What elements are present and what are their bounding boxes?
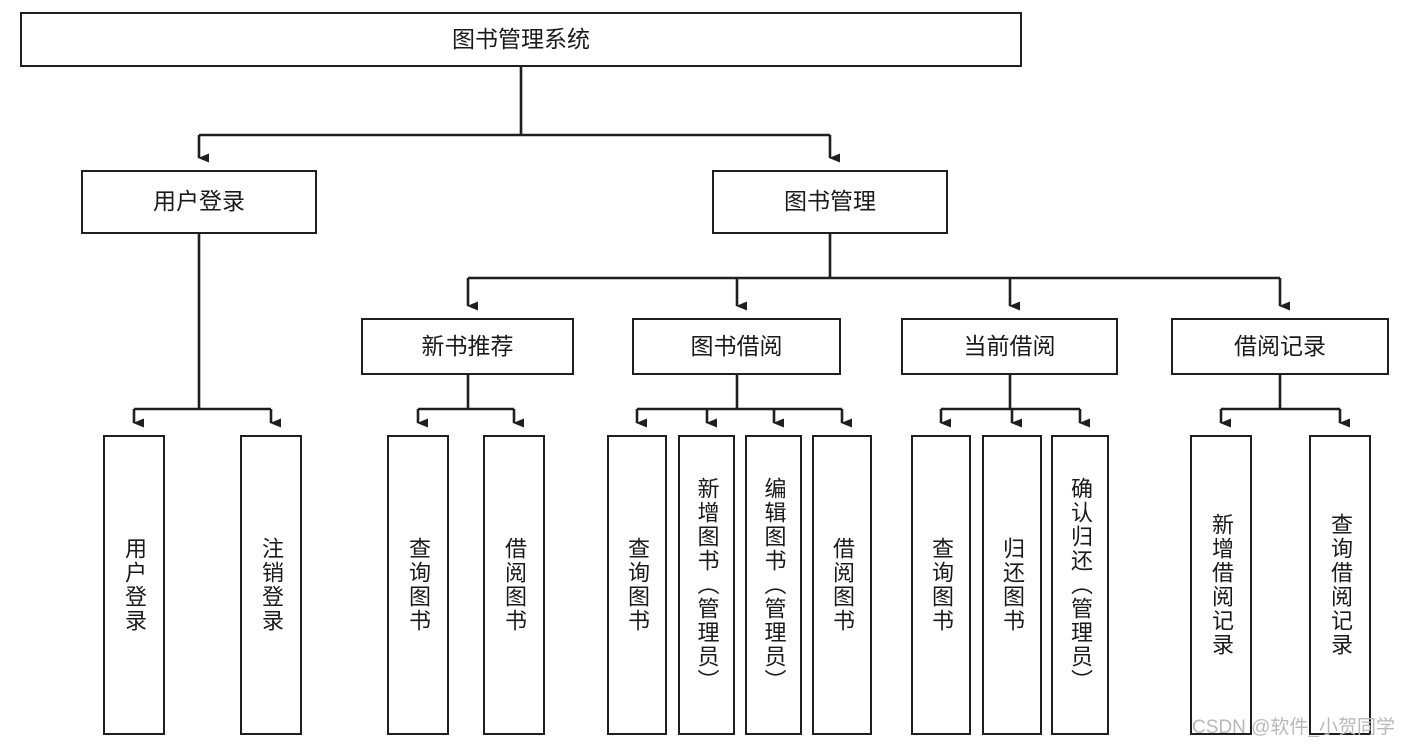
node-l7[interactable]: 编辑图书（管理员） [745, 435, 802, 735]
node-newbook[interactable]: 新书推荐 [361, 318, 574, 375]
node-bookmgmt[interactable]: 图书管理 [712, 170, 948, 234]
node-label: 归还图书 [1000, 537, 1025, 633]
node-label: 借阅图书 [502, 537, 527, 633]
node-l4[interactable]: 借阅图书 [483, 435, 545, 735]
node-l11[interactable]: 确认归还（管理员） [1051, 435, 1109, 735]
node-label: 编辑图书（管理员） [761, 477, 787, 693]
node-label: 借阅记录 [1234, 332, 1326, 359]
node-root[interactable]: 图书管理系统 [20, 12, 1022, 67]
node-label: 新增图书（管理员） [694, 477, 720, 693]
node-label: 查询图书 [929, 537, 954, 633]
node-label: 图书管理系统 [452, 25, 590, 52]
node-l10[interactable]: 归还图书 [982, 435, 1042, 735]
node-borrow[interactable]: 图书借阅 [632, 318, 841, 375]
node-label: 用户登录 [122, 537, 147, 633]
node-label: 图书借阅 [690, 332, 783, 359]
node-label: 借阅图书 [830, 537, 855, 633]
node-label: 注销登录 [259, 537, 284, 633]
node-label: 确认归还（管理员） [1068, 477, 1093, 693]
node-l9[interactable]: 查询图书 [911, 435, 971, 735]
node-label: 新书推荐 [421, 332, 514, 359]
node-l5[interactable]: 查询图书 [607, 435, 667, 735]
node-l6[interactable]: 新增图书（管理员） [678, 435, 735, 735]
node-current[interactable]: 当前借阅 [901, 318, 1118, 375]
node-l13[interactable]: 查询借阅记录 [1309, 435, 1371, 735]
node-label: 新增借阅记录 [1209, 513, 1234, 657]
node-l1[interactable]: 用户登录 [103, 435, 165, 735]
node-label: 查询图书 [406, 537, 431, 633]
node-login[interactable]: 用户登录 [81, 170, 317, 234]
csdn-watermark: CSDN @软件_小贺同学 [1192, 717, 1395, 738]
node-l3[interactable]: 查询图书 [387, 435, 449, 735]
node-label: 当前借阅 [963, 332, 1056, 359]
node-l12[interactable]: 新增借阅记录 [1190, 435, 1252, 735]
node-label: 图书管理 [784, 188, 876, 215]
node-l8[interactable]: 借阅图书 [812, 435, 872, 735]
node-records[interactable]: 借阅记录 [1171, 318, 1389, 375]
node-label: 查询图书 [625, 537, 650, 633]
node-label: 用户登录 [153, 188, 245, 215]
node-l2[interactable]: 注销登录 [240, 435, 302, 735]
node-label: 查询借阅记录 [1328, 513, 1353, 657]
